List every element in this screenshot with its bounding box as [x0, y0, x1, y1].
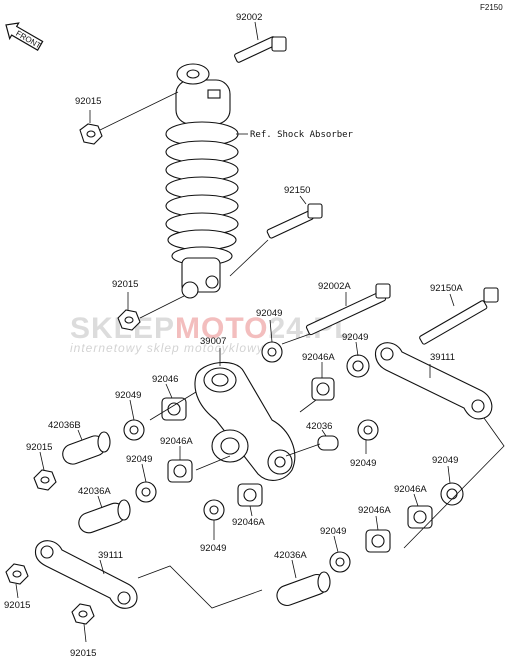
label-92002a: 92002A — [318, 281, 351, 292]
label-92015-bottom-b: 92015 — [70, 648, 96, 659]
watermark-brand-b: MOTO — [175, 312, 268, 345]
label-92049-d: 92049 — [126, 454, 152, 465]
label-92046a-a: 92046A — [302, 352, 335, 363]
front-arrow-icon: FRONT — [5, 22, 44, 51]
label-92150a: 92150A — [430, 283, 463, 294]
label-92046a-e: 92046A — [358, 505, 391, 516]
tie-rod-39111-left — [34, 540, 138, 609]
collar-42036b — [62, 429, 111, 465]
label-92046a-c: 92046A — [160, 436, 193, 447]
label-92046a-d: 92046A — [232, 517, 265, 528]
watermark-tagline: internetowy sklep motocyklowy — [70, 341, 264, 355]
label-42036a-right: 42036A — [274, 550, 307, 561]
label-39111-left: 39111 — [98, 550, 123, 561]
label-42036: 42036 — [306, 421, 332, 432]
label-92049-g: 92049 — [432, 455, 458, 466]
label-92015-left: 92015 — [26, 442, 52, 453]
collar-42036a-right — [276, 559, 331, 607]
shock-absorber: Ref. Shock Absorber — [165, 63, 354, 299]
bolt-92002a — [305, 283, 391, 336]
shock-spring — [165, 140, 239, 251]
label-92015-bottom-a: 92015 — [4, 600, 30, 611]
rocker-arm-39007 — [194, 348, 296, 481]
label-92046a-b: 92046A — [394, 484, 427, 495]
bolt-92002-top — [234, 21, 287, 63]
label-92049-e: 92049 — [350, 458, 376, 469]
collar-42036a-left — [78, 495, 131, 534]
label-42036b: 42036B — [48, 420, 81, 431]
label-92015-top: 92015 — [75, 96, 101, 107]
label-39007: 39007 — [200, 336, 226, 347]
ref-shock-absorber-label: Ref. Shock Absorber — [250, 130, 354, 140]
label-92049-c: 92049 — [115, 390, 141, 401]
bolt-92150a — [419, 287, 499, 345]
figure-code: F2150 — [480, 3, 503, 12]
label-92015-mid: 92015 — [112, 279, 138, 290]
label-92046: 92046 — [152, 374, 178, 385]
label-92002-top: 92002 — [236, 12, 262, 23]
label-39111-right: 39111 — [430, 352, 455, 363]
label-92049-b: 92049 — [342, 332, 368, 343]
label-92049-f: 92049 — [200, 543, 226, 554]
collar-42036 — [317, 435, 339, 451]
label-92150-mid: 92150 — [284, 185, 310, 196]
label-92049-i: 92049 — [320, 526, 346, 537]
label-92049-a: 92049 — [256, 308, 282, 319]
label-42036a-left: 42036A — [78, 486, 111, 497]
bolt-92150-mid — [229, 195, 323, 277]
assembly-guide-lines — [137, 333, 505, 609]
